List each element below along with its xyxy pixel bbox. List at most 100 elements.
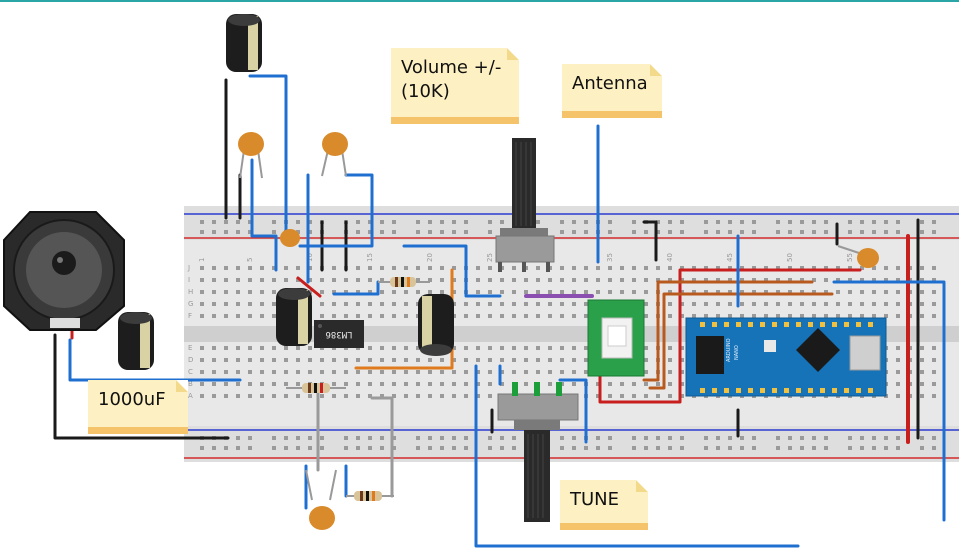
breadboard-hole <box>848 314 852 318</box>
breadboard-hole <box>332 394 336 398</box>
breadboard-hole <box>668 220 672 224</box>
tune-potentiometer <box>497 382 579 522</box>
electrolytic-capacitor-mid <box>276 288 312 346</box>
breadboard-hole <box>920 436 924 440</box>
breadboard-hole <box>500 302 504 306</box>
breadboard-hole <box>860 314 864 318</box>
breadboard-hole <box>272 382 276 386</box>
breadboard-hole <box>488 394 492 398</box>
breadboard-hole <box>380 278 384 282</box>
breadboard-hole <box>224 230 228 234</box>
breadboard-hole <box>800 314 804 318</box>
breadboard-hole <box>404 266 408 270</box>
breadboard-hole <box>740 436 744 440</box>
breadboard-hole <box>788 436 792 440</box>
breadboard-hole <box>284 446 288 450</box>
breadboard-hole <box>260 314 264 318</box>
pot-pin <box>522 262 526 272</box>
breadboard-hole <box>572 290 576 294</box>
breadboard-hole <box>920 358 924 362</box>
nano-pin <box>736 322 741 327</box>
breadboard-hole <box>236 358 240 362</box>
top-rule <box>0 0 959 2</box>
pot-knurl <box>527 434 544 518</box>
breadboard-hole <box>644 382 648 386</box>
breadboard-hole <box>344 290 348 294</box>
breadboard-hole <box>224 314 228 318</box>
breadboard-hole <box>284 436 288 440</box>
breadboard-hole <box>872 436 876 440</box>
breadboard-hole <box>740 302 744 306</box>
pot-pin <box>556 382 562 396</box>
breadboard-hole <box>212 220 216 224</box>
note-bar <box>391 117 519 124</box>
breadboard-hole <box>248 446 252 450</box>
breadboard-hole <box>332 382 336 386</box>
breadboard-hole <box>284 278 288 282</box>
breadboard-hole <box>740 278 744 282</box>
breadboard-hole <box>224 302 228 306</box>
breadboard-hole <box>284 394 288 398</box>
cap-top <box>228 14 260 26</box>
breadboard-hole <box>620 394 624 398</box>
breadboard-hole <box>320 302 324 306</box>
breadboard-hole <box>668 302 672 306</box>
col-num: 1 <box>198 258 206 262</box>
breadboard-hole <box>440 230 444 234</box>
breadboard-hole <box>308 446 312 450</box>
breadboard-hole <box>932 278 936 282</box>
breadboard-hole <box>776 446 780 450</box>
speaker-highlight <box>57 257 63 263</box>
breadboard-hole <box>584 220 588 224</box>
breadboard-hole <box>788 230 792 234</box>
nano-pin <box>844 322 849 327</box>
breadboard-hole <box>824 230 828 234</box>
breadboard-hole <box>536 290 540 294</box>
breadboard-hole <box>560 358 564 362</box>
breadboard-hole <box>668 446 672 450</box>
breadboard-hole <box>536 278 540 282</box>
breadboard-hole <box>248 394 252 398</box>
breadboard-hole <box>800 278 804 282</box>
breadboard-hole <box>404 394 408 398</box>
breadboard-hole <box>608 220 612 224</box>
breadboard-hole <box>476 370 480 374</box>
breadboard-hole <box>560 302 564 306</box>
breadboard-hole <box>896 290 900 294</box>
breadboard-hole <box>716 266 720 270</box>
breadboard-hole <box>716 290 720 294</box>
breadboard-hole <box>896 446 900 450</box>
breadboard-hole <box>212 266 216 270</box>
breadboard-hole <box>464 436 468 440</box>
breadboard-hole <box>236 266 240 270</box>
breadboard-hole <box>728 290 732 294</box>
breadboard-hole <box>572 358 576 362</box>
breadboard-hole <box>476 314 480 318</box>
breadboard-hole <box>488 358 492 362</box>
breadboard-hole <box>272 220 276 224</box>
breadboard-hole <box>236 346 240 350</box>
breadboard-hole <box>368 278 372 282</box>
breadboard-hole <box>824 314 828 318</box>
breadboard-hole <box>848 220 852 224</box>
module-chip <box>601 317 633 359</box>
breadboard-hole <box>224 394 228 398</box>
breadboard-hole <box>392 314 396 318</box>
breadboard-hole <box>860 278 864 282</box>
breadboard-hole <box>308 370 312 374</box>
breadboard-hole <box>740 446 744 450</box>
breadboard-hole <box>932 370 936 374</box>
breadboard-hole <box>872 446 876 450</box>
nano-pin <box>856 388 861 393</box>
breadboard-hole <box>680 314 684 318</box>
breadboard-hole <box>308 230 312 234</box>
breadboard-hole <box>560 220 564 224</box>
breadboard-hole <box>656 436 660 440</box>
breadboard-hole <box>644 436 648 440</box>
breadboard-hole <box>392 394 396 398</box>
breadboard-hole <box>500 370 504 374</box>
nano-pin <box>868 388 873 393</box>
breadboard-hole <box>788 302 792 306</box>
breadboard-hole <box>644 370 648 374</box>
breadboard-hole <box>296 370 300 374</box>
